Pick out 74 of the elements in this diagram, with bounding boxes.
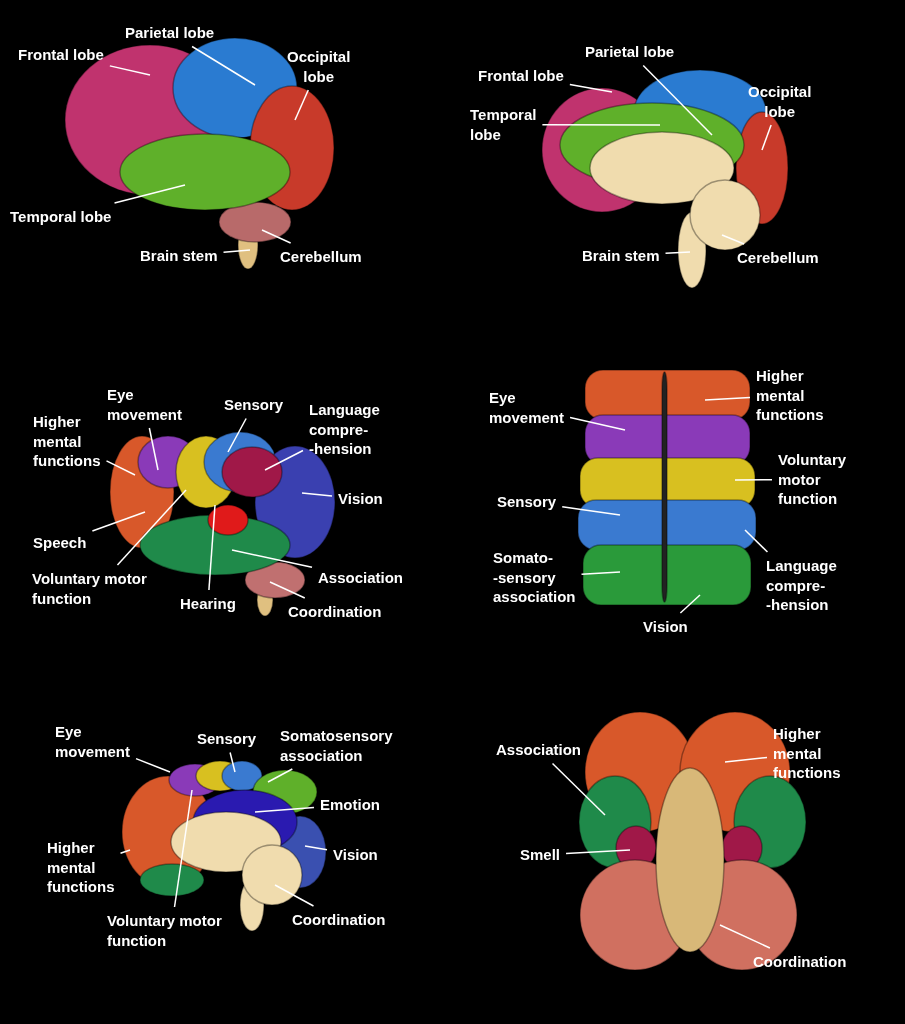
part-label: Eye movement bbox=[55, 722, 131, 761]
leader-line bbox=[724, 756, 768, 763]
leader-line bbox=[761, 124, 772, 151]
leader-line bbox=[91, 511, 146, 532]
leader-line bbox=[565, 849, 631, 855]
part-label: Speech bbox=[33, 533, 87, 553]
leader-line bbox=[734, 478, 773, 481]
part-label: Eye movement bbox=[107, 385, 183, 424]
leader-line bbox=[301, 492, 333, 497]
leader-line bbox=[704, 396, 751, 401]
leader-line bbox=[109, 65, 151, 76]
leader-line bbox=[222, 249, 251, 253]
leader-line bbox=[551, 762, 606, 816]
part-label: Smell bbox=[520, 845, 561, 865]
leader-line bbox=[719, 924, 771, 949]
part-label: Higher mental functions bbox=[756, 366, 824, 425]
part-label: Association bbox=[318, 568, 404, 588]
leader-line bbox=[264, 449, 304, 471]
part-label: Coordination bbox=[292, 910, 386, 930]
leader-line bbox=[561, 506, 621, 516]
leader-line bbox=[261, 229, 292, 244]
part-label: Emotion bbox=[320, 795, 380, 815]
part-label: Sensory bbox=[497, 492, 557, 512]
leader-line bbox=[294, 89, 310, 121]
part-label: Brain stem bbox=[582, 246, 660, 266]
leader-line bbox=[231, 549, 313, 568]
part-label: Temporal lobe bbox=[470, 105, 537, 144]
leader-line bbox=[113, 184, 186, 204]
leader-line bbox=[191, 45, 256, 86]
part-label: Sensory bbox=[197, 729, 257, 749]
leader-line bbox=[569, 416, 626, 431]
leader-line bbox=[119, 849, 131, 855]
part-label: Vision bbox=[333, 845, 378, 865]
leader-line bbox=[274, 884, 315, 907]
leader-line bbox=[148, 427, 159, 471]
leader-line bbox=[580, 571, 621, 576]
leader-line bbox=[679, 594, 701, 614]
leader-line bbox=[744, 529, 769, 553]
part-label: Voluntary motor function bbox=[778, 450, 847, 509]
leader-line bbox=[642, 64, 713, 136]
part-label: Parietal lobe bbox=[585, 42, 675, 62]
leader-line bbox=[569, 83, 613, 93]
part-label: Voluntary motor function bbox=[107, 911, 235, 950]
part-label: Hearing bbox=[180, 594, 236, 614]
leader-line bbox=[208, 504, 216, 591]
part-label: Somato- -sensory association bbox=[493, 548, 576, 607]
part-label: Eye movement bbox=[489, 388, 565, 427]
leader-line bbox=[116, 489, 187, 566]
part-label: Language compre- -hension bbox=[766, 556, 837, 615]
part-label: Somatosensory association bbox=[280, 726, 393, 765]
part-label: Brain stem bbox=[140, 246, 218, 266]
leader-line bbox=[254, 806, 315, 813]
leader-line bbox=[227, 417, 247, 453]
part-label: Sensory bbox=[224, 395, 284, 415]
part-label: Parietal lobe bbox=[125, 23, 215, 43]
part-label: Frontal lobe bbox=[18, 45, 104, 65]
part-label: Higher mental functions bbox=[33, 412, 101, 471]
part-label: Voluntary motor function bbox=[32, 569, 160, 608]
part-label: Occipital lobe bbox=[287, 47, 351, 86]
part-label: Language compre- -hension bbox=[309, 400, 380, 459]
part-label: Association bbox=[496, 740, 582, 760]
part-label: Higher mental functions bbox=[47, 838, 115, 897]
part-label: Cerebellum bbox=[737, 248, 819, 268]
part-label: Cerebellum bbox=[280, 247, 362, 267]
part-label: Coordination bbox=[288, 602, 382, 622]
leader-line bbox=[664, 251, 691, 255]
leader-line bbox=[721, 234, 745, 245]
leader-line bbox=[229, 751, 236, 773]
leader-line bbox=[304, 845, 328, 851]
part-label: Vision bbox=[643, 617, 688, 637]
part-label: Frontal lobe bbox=[478, 66, 564, 86]
part-label: Temporal lobe bbox=[10, 207, 112, 227]
leader-line bbox=[135, 757, 171, 773]
part-label: Vision bbox=[338, 489, 383, 509]
